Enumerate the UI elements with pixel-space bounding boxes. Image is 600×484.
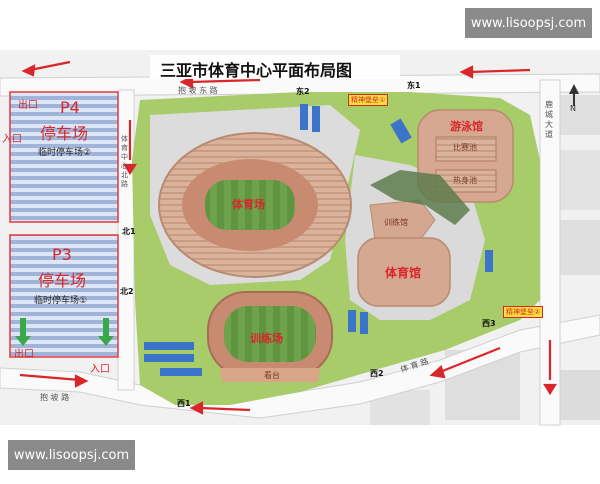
p4-sub: 临时停车场② <box>38 148 92 158</box>
gate-north1: 北1 <box>122 227 136 236</box>
competition-pool-label: 比赛池 <box>453 143 477 152</box>
gate-east1: 东1 <box>407 81 421 90</box>
grandstand <box>220 368 320 382</box>
training-field <box>224 306 316 362</box>
watermark-top: www.lisoopsj.com <box>465 8 592 38</box>
traffic-arrows <box>19 60 557 415</box>
p3-code: P3 <box>52 245 72 264</box>
p4-exit-label: 出口 <box>18 100 38 111</box>
pool-building-label: 游泳馆 <box>450 120 483 133</box>
p4-name: 停车场 <box>40 124 89 143</box>
training-field-label: 训练场 <box>250 332 283 345</box>
gate-west2: 西2 <box>370 369 384 378</box>
road-south-label: 抱 坡 路 <box>40 393 70 402</box>
warmup-pool-label: 热身池 <box>453 176 477 185</box>
title-bg <box>150 55 400 79</box>
canopy <box>370 170 470 225</box>
road-east-label: 鹿 城 大 道 <box>545 100 553 139</box>
p3-sub: 临时停车场① <box>34 296 88 306</box>
compass-icon <box>569 84 579 106</box>
p4-entrance-label: 入口 <box>2 134 22 145</box>
gate-west3: 西3 <box>482 319 496 328</box>
gym-label: 体育馆 <box>385 266 422 280</box>
parking-p4-lot <box>9 91 119 223</box>
p3-name: 停车场 <box>38 271 87 290</box>
exit-arrows <box>15 318 114 346</box>
grandstand-label: 看台 <box>264 371 280 380</box>
sign-top: 精神堡垒① <box>348 94 389 106</box>
parking-spots <box>144 104 493 376</box>
training-hall-label: 训练馆 <box>384 218 408 227</box>
road-north-label: 抱 坡 东 路 <box>178 86 218 95</box>
p4-code: P4 <box>60 98 80 117</box>
stadium-label: 体育场 <box>232 198 265 211</box>
map-title: 三亚市体育中心平面布局图 <box>160 61 353 80</box>
gate-east2: 东2 <box>296 87 310 96</box>
gym-building <box>357 237 451 307</box>
building-block <box>560 150 600 210</box>
building-block <box>560 370 600 420</box>
sign-bottom: 精神堡垒② <box>503 306 544 318</box>
building-block <box>560 95 600 135</box>
p3-exit-label: 出口 <box>14 349 34 360</box>
watermark-bottom: www.lisoopsj.com <box>8 440 135 470</box>
stadium-field <box>205 180 295 230</box>
gate-north2: 北2 <box>120 287 134 296</box>
building-block <box>555 220 600 275</box>
gate-west1: 西1 <box>177 399 191 408</box>
p3-entrance-label: 入口 <box>90 364 110 375</box>
competition-pool <box>435 136 497 162</box>
road-west-label: 体 育 中 心 北 路 <box>121 135 128 188</box>
compass-label: N <box>570 104 576 113</box>
